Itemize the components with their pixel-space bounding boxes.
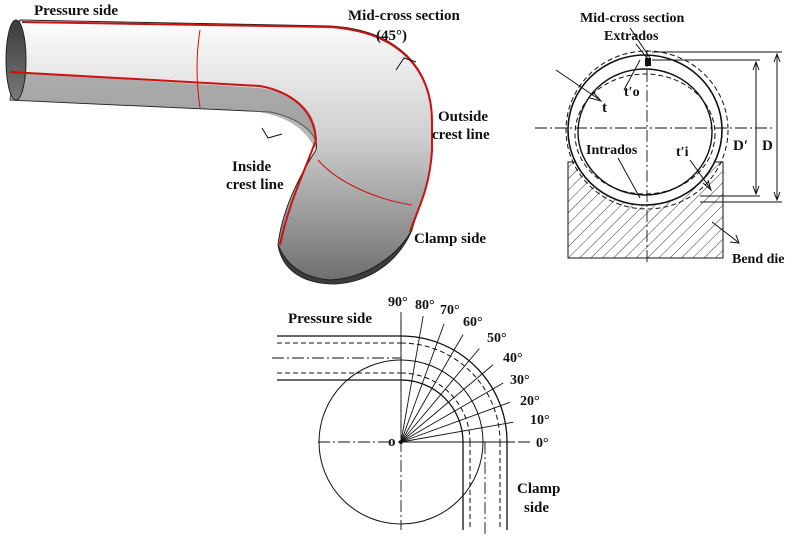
angle-labels: 0° 10° 20° 30° 40° 50° 60°70° 80° 90° bbox=[388, 295, 550, 451]
dim-d-arrow-bot bbox=[773, 191, 781, 202]
arrow-t bbox=[589, 91, 603, 102]
arrow-ti bbox=[702, 179, 712, 192]
tube-shadow bbox=[10, 72, 316, 150]
angle-rays bbox=[400, 312, 514, 443]
angle-ray bbox=[400, 348, 480, 443]
angle-ray bbox=[400, 401, 511, 443]
label-origin: o bbox=[388, 434, 396, 450]
mid-section-line-2 bbox=[317, 159, 413, 206]
label-pressure-side-c: Pressure side bbox=[288, 311, 372, 327]
cross-section-figure bbox=[535, 27, 782, 265]
bend-inner bbox=[400, 379, 464, 443]
angle-label: 50° bbox=[487, 331, 507, 346]
tube-inner bbox=[577, 68, 713, 196]
angle-ray bbox=[400, 364, 494, 443]
label-t-i: t′i bbox=[676, 145, 689, 160]
label-mid-cross-section-a: Mid-cross section bbox=[348, 8, 460, 24]
angle-ray bbox=[400, 421, 514, 443]
section-marker-inside bbox=[261, 127, 283, 139]
angle-label: 90° bbox=[388, 295, 408, 310]
inside-crest-line bbox=[9, 71, 318, 246]
leader-bend-die bbox=[711, 221, 739, 243]
leader-ti bbox=[689, 159, 711, 189]
leader-t bbox=[555, 69, 601, 101]
angle-ray bbox=[400, 323, 445, 443]
angle-label: 30° bbox=[510, 373, 530, 388]
deformed-inner bbox=[574, 73, 716, 195]
tube-body bbox=[9, 19, 433, 281]
angle-label: 20° bbox=[520, 394, 540, 409]
label-mid-cross-section-b: Mid-cross section bbox=[580, 11, 685, 26]
bend-angle-figure bbox=[272, 312, 530, 535]
angle-ray bbox=[400, 315, 424, 443]
label-t-o: t′o bbox=[624, 85, 640, 100]
label-t: t bbox=[602, 100, 607, 116]
angle-label: 0° bbox=[536, 436, 549, 451]
bend-outer bbox=[400, 335, 508, 443]
clamp-end-opening bbox=[277, 229, 413, 285]
label-d: D bbox=[762, 138, 773, 154]
angle-label: 80° bbox=[415, 298, 435, 313]
label-intrados: Intrados bbox=[586, 143, 638, 158]
angle-ray bbox=[400, 382, 504, 443]
label-d-prime: D′ bbox=[733, 138, 748, 154]
dim-dp-arrow-bot bbox=[752, 185, 760, 196]
label-extrados: Extrados bbox=[604, 29, 659, 44]
dim-dp-arrow-top bbox=[752, 60, 760, 71]
label-inside-2: crest line bbox=[226, 177, 284, 193]
label-pressure-side-a: Pressure side bbox=[34, 3, 118, 19]
angle-label: 40° bbox=[503, 351, 523, 366]
angle-label: 60° bbox=[463, 315, 483, 330]
pressure-end-opening bbox=[5, 19, 27, 101]
label-outside-1: Outside bbox=[438, 109, 488, 125]
leader-to bbox=[623, 59, 641, 91]
tube-3d-figure bbox=[5, 19, 433, 285]
origin-dot bbox=[399, 440, 403, 444]
label-bend-die: Bend die bbox=[732, 252, 785, 267]
bend-outer-inner bbox=[400, 342, 501, 443]
angle-label: 70° bbox=[440, 303, 460, 318]
label-mid-angle: (45°) bbox=[376, 28, 407, 44]
dim-d-arrow-top bbox=[773, 52, 781, 63]
section-marker-mid bbox=[395, 57, 417, 71]
mid-section-line bbox=[196, 29, 201, 109]
arrow-bend-die bbox=[729, 234, 740, 244]
label-clamp-1: Clamp bbox=[517, 481, 560, 497]
label-outside-2: crest line bbox=[432, 127, 490, 143]
leader-extrados bbox=[635, 43, 648, 59]
outside-crest-line bbox=[21, 21, 433, 233]
label-clamp-2: side bbox=[524, 500, 549, 516]
leader-mid-section bbox=[629, 27, 651, 59]
angle-ray bbox=[400, 334, 464, 443]
extrados-marker bbox=[645, 58, 651, 66]
leader-intrados bbox=[617, 157, 641, 199]
angle-label: 10° bbox=[530, 413, 550, 428]
label-clamp-side-a: Clamp side bbox=[414, 231, 486, 247]
label-inside-1: Inside bbox=[232, 159, 272, 175]
